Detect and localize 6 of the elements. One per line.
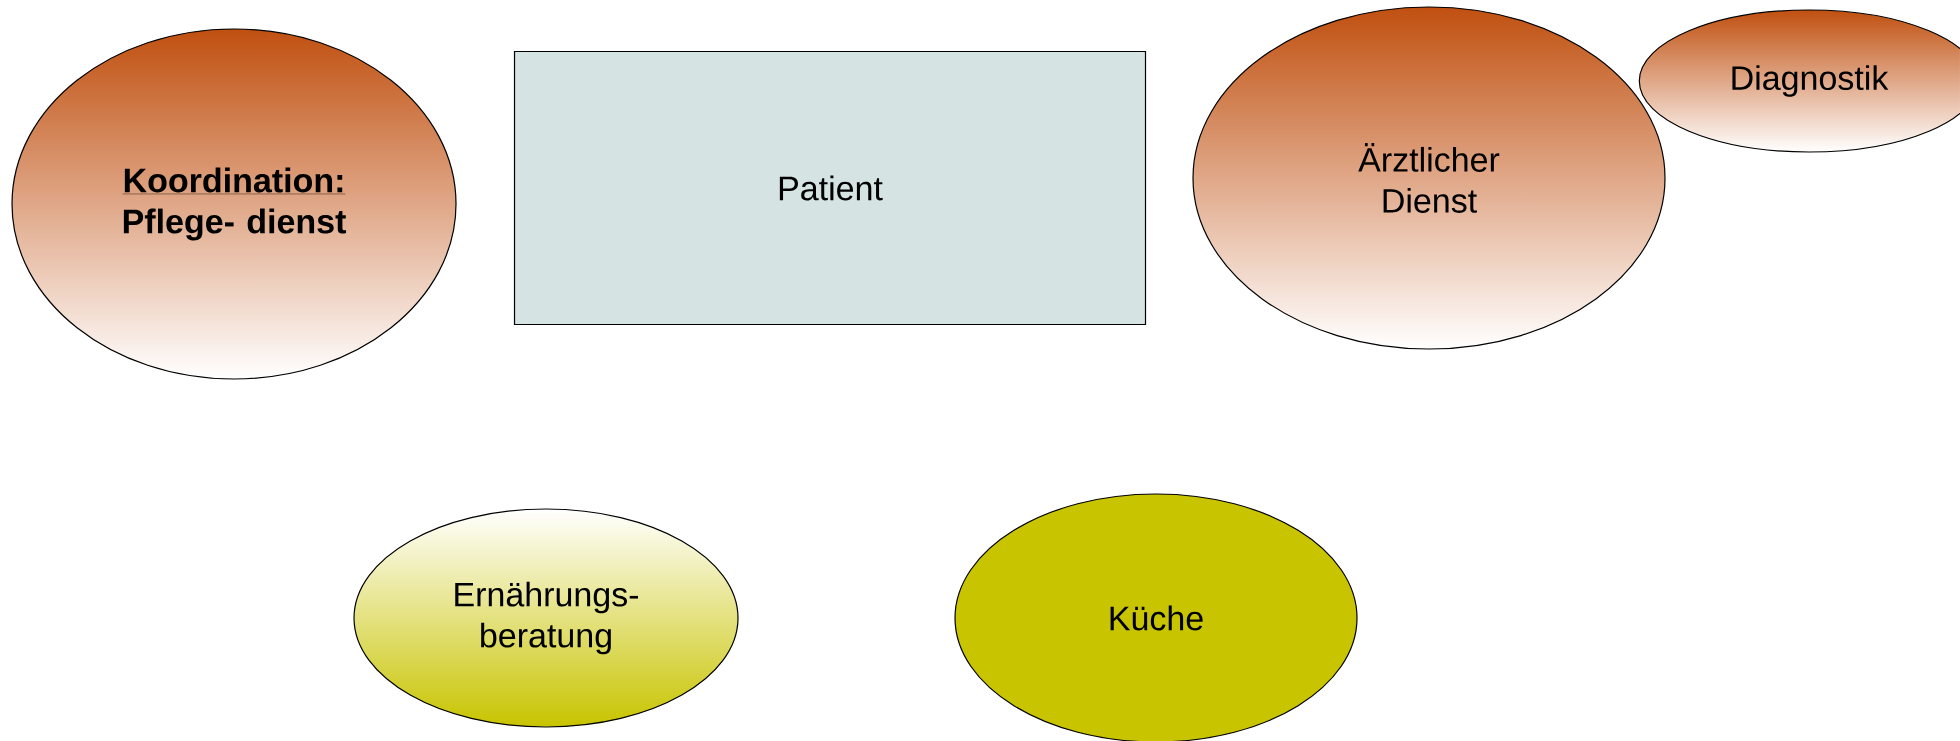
ellipse-bubble: Ärztlicher Dienst <box>1192 6 1666 350</box>
ellipse-bubble: Diagnostik <box>1638 9 1960 153</box>
process-box: Patient <box>513 50 1147 326</box>
ellipse-bubble: Ernährungs- beratung <box>353 508 739 728</box>
ellipse-bubble: Küche <box>954 493 1358 741</box>
ellipse-bubble: Koordination: Pflege- dienst <box>11 28 457 380</box>
